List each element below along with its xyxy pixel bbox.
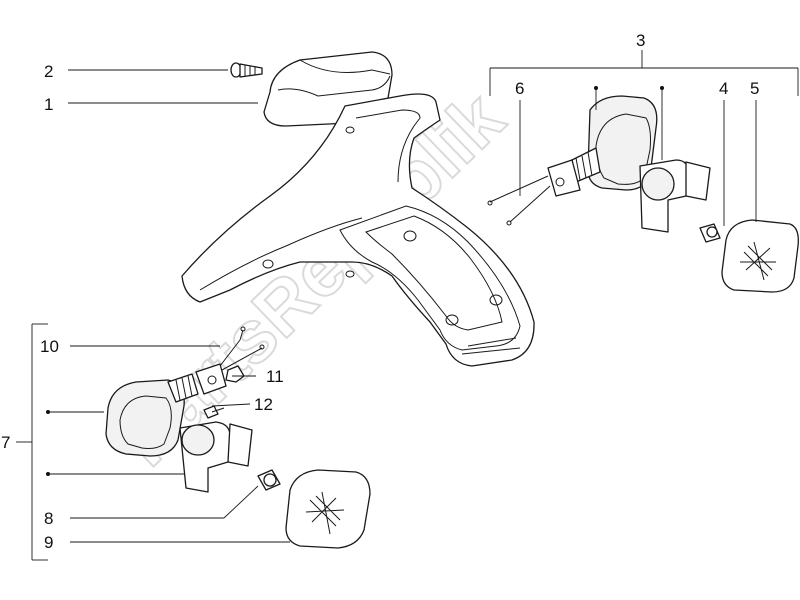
left-indicator-assembly	[105, 326, 371, 549]
callout-4: 4	[719, 79, 728, 98]
callout-1: 1	[44, 95, 53, 114]
callout-3: 3	[636, 31, 645, 50]
callout-7: 7	[1, 433, 10, 452]
leader-lines	[16, 50, 799, 561]
screw-2	[230, 62, 263, 78]
callout-2: 2	[44, 62, 53, 81]
callout-9: 9	[44, 533, 53, 552]
callout-10: 10	[40, 337, 59, 356]
callout-8: 8	[44, 509, 53, 528]
callout-5: 5	[750, 79, 759, 98]
callout-labels: 1 2 3 4 5 6 7 8 9 10 11 12	[1, 31, 759, 552]
callout-11: 11	[266, 367, 284, 386]
right-indicator-assembly	[487, 95, 799, 293]
callout-6: 6	[515, 79, 524, 98]
callout-12: 12	[254, 395, 273, 414]
license-plate-holder	[181, 93, 535, 367]
